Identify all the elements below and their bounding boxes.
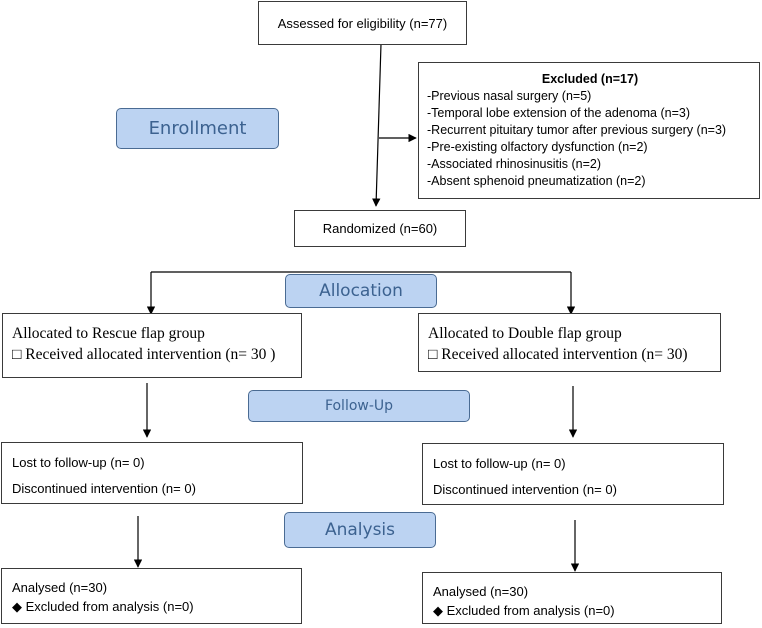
analysis-stage-label: Analysis: [284, 512, 436, 548]
right-allocation-box: Allocated to Double flap group □ Receive…: [418, 313, 721, 372]
excluded-reason: -Pre-existing olfactory dysfunction (n=2…: [427, 140, 648, 154]
right-received-text: □ Received allocated intervention (n= 30…: [428, 346, 688, 363]
excluded-reason: -Associated rhinosinusitis (n=2): [427, 157, 602, 171]
left-analysis-box: Analysed (n=30) ◆ Excluded from analysis…: [1, 568, 302, 624]
randomized-box: Randomized (n=60): [294, 210, 466, 247]
right-excluded-analysis-text: ◆ Excluded from analysis (n=0): [433, 603, 615, 618]
right-followup-box: Lost to follow-up (n= 0) Discontinued in…: [422, 443, 724, 505]
allocation-stage-label: Allocation: [285, 274, 437, 308]
right-allocated-text: Allocated to Double flap group: [428, 325, 622, 342]
right-analysis-box: Analysed (n=30) ◆ Excluded from analysis…: [422, 572, 722, 624]
enrollment-stage-label: Enrollment: [116, 108, 279, 149]
randomized-text: Randomized (n=60): [322, 221, 438, 236]
excluded-reason: -Temporal lobe extension of the adenoma …: [427, 106, 691, 120]
left-allocation-box: Allocated to Rescue flap group □ Receive…: [2, 313, 302, 378]
left-lost-text: Lost to follow-up (n= 0): [12, 455, 145, 470]
followup-stage-label: Follow-Up: [248, 390, 470, 422]
right-lost-text: Lost to follow-up (n= 0): [433, 456, 566, 471]
left-discontinued-text: Discontinued intervention (n= 0): [12, 481, 196, 496]
arrow-assessed-to-randomized: [372, 43, 382, 207]
left-received-text: □ Received allocated intervention (n= 30…: [12, 346, 276, 363]
right-analysed-text: Analysed (n=30): [433, 584, 529, 599]
excluded-box: Excluded (n=17) -Previous nasal surgery …: [418, 62, 760, 199]
left-excluded-analysis-text: ◆ Excluded from analysis (n=0): [12, 599, 194, 614]
assessed-text: Assessed for eligibility (n=77): [277, 15, 448, 31]
left-analysed-text: Analysed (n=30): [12, 580, 108, 595]
left-followup-box: Lost to follow-up (n= 0) Discontinued in…: [1, 442, 303, 504]
left-allocated-text: Allocated to Rescue flap group: [12, 325, 205, 342]
excluded-title: Excluded (n=17): [541, 72, 639, 86]
allocation-text: Allocation: [319, 281, 403, 301]
excluded-reason: -Recurrent pituitary tumor after previou…: [427, 123, 727, 137]
excluded-reason: -Absent sphenoid pneumatization (n=2): [427, 174, 646, 188]
analysis-text: Analysis: [324, 520, 396, 540]
excluded-reason: -Previous nasal surgery (n=5): [427, 89, 592, 103]
enrollment-text: Enrollment: [148, 118, 247, 139]
right-discontinued-text: Discontinued intervention (n= 0): [433, 482, 617, 497]
followup-text: Follow-Up: [324, 398, 394, 414]
assessed-box: Assessed for eligibility (n=77): [258, 1, 467, 45]
